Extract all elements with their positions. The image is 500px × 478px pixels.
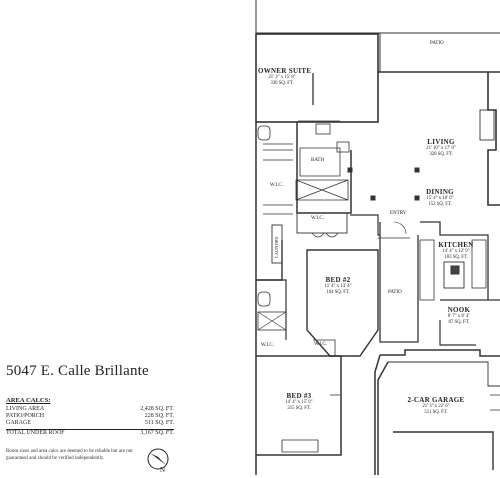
room-garage: 2-CAR GARAGE 21' 3" x 22' 6" 511 SQ. FT. xyxy=(398,396,474,415)
room-dimensions: 14' 4" x 12' 9" xyxy=(442,249,470,255)
room-name: DINING xyxy=(426,188,454,196)
area-calcs-table: AREA CALCS: LIVING AREA 2,428 SQ. FT. PA… xyxy=(6,397,174,437)
area-calc-total-value: 3,167 SQ. FT. xyxy=(140,429,174,436)
fireplace xyxy=(479,109,495,141)
room-sqft: 330 SQ. FT. xyxy=(270,80,294,86)
vanity-2 xyxy=(336,141,350,153)
north-arrow-icon: N xyxy=(147,448,169,474)
area-calc-value: 511 SQ. FT. xyxy=(144,420,174,427)
area-calc-value: 228 SQ. FT. xyxy=(144,413,174,420)
area-calc-row: GARAGE 511 SQ. FT. xyxy=(6,420,174,427)
room-dining: DINING 15' 4" x 10' 0" 152 SQ. FT. xyxy=(410,188,470,207)
room-name: NOOK xyxy=(447,306,471,314)
bath-label: BATH xyxy=(311,158,325,163)
room-name: BED #3 xyxy=(286,392,312,400)
kitchen-island xyxy=(443,261,465,289)
vanity-1 xyxy=(315,123,331,135)
room-owner-suite: OWNER SUITE 21' 3" x 15' 8" 330 SQ. FT. xyxy=(258,67,312,86)
room-dimensions: 8' 7" x 8' 4" xyxy=(447,314,471,320)
garage-walls xyxy=(374,349,500,475)
area-calcs-heading: AREA CALCS: xyxy=(6,397,51,404)
room-sqft: 152 SQ. FT. xyxy=(428,201,452,207)
room-dimensions: 11' 4" x 13' 4" xyxy=(324,284,352,290)
patio-mid-label: PATIO xyxy=(388,290,402,295)
room-kitchen: KITCHEN 14' 4" x 12' 9" 183 SQ. FT. xyxy=(436,241,476,260)
room-nook: NOOK 8' 7" x 8' 4" 87 SQ. FT. xyxy=(440,306,478,325)
shower xyxy=(295,179,349,201)
property-address: 5047 E. Calle Brillante xyxy=(6,363,149,379)
toilet-2 xyxy=(257,291,271,307)
entry-door-swing xyxy=(393,221,407,235)
room-name: BED #2 xyxy=(325,276,351,284)
kitchen-walls xyxy=(420,221,489,300)
wic-label-2: W.I.C. xyxy=(311,216,325,221)
disclaimer-text: Room sizes and area calcs are deemed to … xyxy=(6,449,133,461)
nook-walls xyxy=(439,299,500,346)
room-dimensions: 21' 3" x 15' 8" xyxy=(268,75,296,81)
room-name: OWNER SUITE xyxy=(258,67,312,75)
room-name: 2-CAR GARAGE xyxy=(407,396,465,404)
room-sqft: 320 SQ. FT. xyxy=(429,151,453,157)
area-calc-row: LIVING AREA 2,428 SQ. FT. xyxy=(6,406,174,413)
room-sqft: 164 SQ. FT. xyxy=(326,289,350,295)
room-name: LIVING xyxy=(427,138,455,146)
kitchen-counter-left xyxy=(419,239,435,301)
owner-suite-walls xyxy=(255,33,379,123)
room-living: LIVING 21' 10" x 17' 0" 320 SQ. FT. xyxy=(411,138,471,157)
room-dimensions: 21' 10" x 17' 0" xyxy=(426,146,456,152)
room-sqft: 183 SQ. FT. xyxy=(444,254,468,260)
entry-label: ENTRY xyxy=(390,211,407,216)
laundry-label: LAUNDRY xyxy=(274,236,279,258)
wic-center xyxy=(296,212,348,234)
wic-label-3: W.I.C. xyxy=(261,343,275,348)
wic-label-1: W.I.C. xyxy=(270,183,284,188)
area-calc-value: 2,428 SQ. FT. xyxy=(140,406,174,412)
area-calc-row: PATIO/PORCH 228 SQ. FT. xyxy=(6,413,174,420)
room-name: KITCHEN xyxy=(438,241,474,249)
bed3-walls xyxy=(256,355,342,456)
wic-label-4: W.I.C. xyxy=(314,342,328,347)
toilet-1 xyxy=(257,125,271,141)
room-sqft: 511 SQ. FT. xyxy=(424,409,448,415)
room-sqft: 215 SQ. FT. xyxy=(287,405,311,411)
room-sqft: 87 SQ. FT. xyxy=(448,319,470,325)
room-dimensions: 14' 4" x 15' 0" xyxy=(285,400,313,406)
north-arrow: N xyxy=(146,447,170,478)
garage-door xyxy=(393,431,494,470)
bed2-walls xyxy=(306,249,379,357)
kitchen-counter-right xyxy=(471,239,487,289)
room-bed2: BED #2 11' 4" x 13' 4" 164 SQ. FT. xyxy=(316,276,360,295)
room-dimensions: 15' 4" x 10' 0" xyxy=(426,196,454,202)
patio-top-label: PATIO xyxy=(430,41,444,46)
area-calc-total-label: TOTAL UNDER ROOF xyxy=(6,429,65,436)
north-letter: N xyxy=(160,466,165,473)
area-calc-total-row: TOTAL UNDER ROOF 3,167 SQ. FT. xyxy=(6,428,174,437)
area-calc-label: LIVING AREA xyxy=(6,406,45,412)
area-calc-label: PATIO/PORCH xyxy=(6,413,45,420)
room-bed3: BED #3 14' 4" x 15' 0" 215 SQ. FT. xyxy=(277,392,321,411)
room-dimensions: 21' 3" x 22' 6" xyxy=(422,404,450,410)
area-calc-label: GARAGE xyxy=(6,420,31,427)
